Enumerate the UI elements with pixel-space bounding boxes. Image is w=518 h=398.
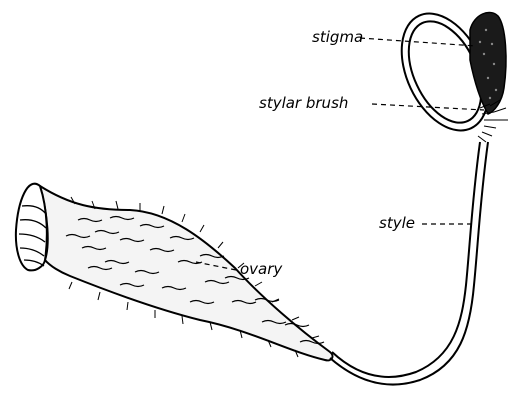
label-stylar-brush: stylar brush <box>259 96 348 111</box>
calyx-base <box>16 184 47 271</box>
label-style: style <box>379 216 415 231</box>
label-stigma: stigma <box>312 30 363 45</box>
stylar-brush-leader <box>372 104 484 110</box>
leader-lines <box>196 38 484 270</box>
label-ovary: ovary <box>240 262 282 277</box>
stigma-leader <box>360 38 476 46</box>
stigma-body <box>470 12 506 114</box>
style-stalk <box>330 142 488 385</box>
ovary-body <box>40 186 332 360</box>
